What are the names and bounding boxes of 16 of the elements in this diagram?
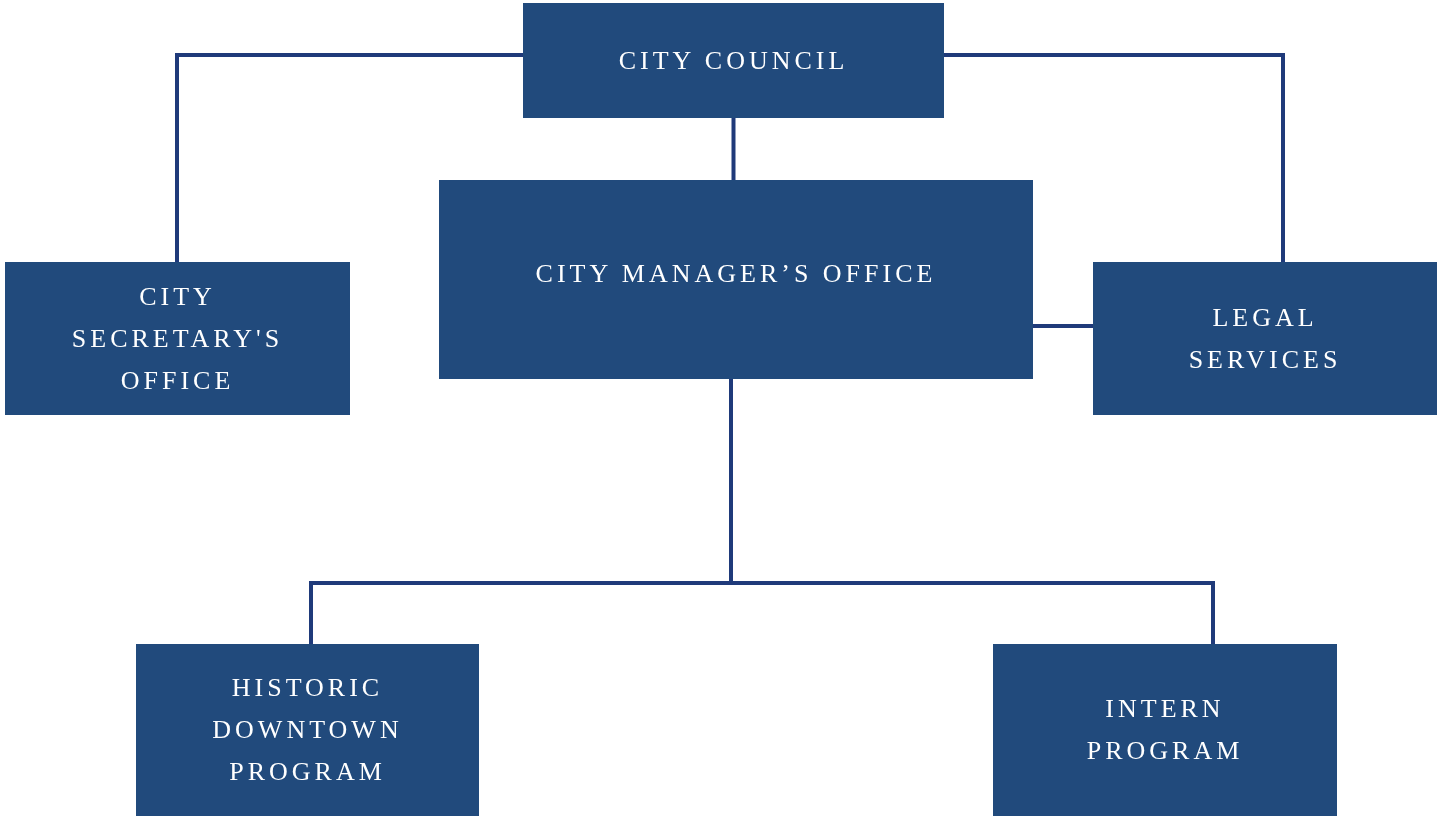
box-label: LEGAL SERVICES: [1187, 301, 1343, 376]
org-box: [5, 262, 350, 415]
box-label: INTERN PROGRAM: [1085, 693, 1245, 767]
org-box: [1093, 262, 1437, 415]
org-box: [439, 180, 1033, 379]
box-label: CITY SECRETARY'S OFFICE: [70, 280, 285, 397]
connector-line: [731, 118, 736, 180]
org-box: [523, 3, 944, 118]
org-box: [993, 644, 1337, 816]
connector-line: [1033, 324, 1093, 328]
connector-line: [175, 53, 523, 262]
box-label: HISTORIC DOWNTOWN PROGRAM: [211, 672, 404, 788]
box-label: CITY MANAGER’S OFFICE: [535, 258, 937, 290]
connector-line: [944, 53, 1285, 262]
org-box: [136, 644, 479, 816]
box-label: CITY COUNCIL: [618, 44, 849, 77]
